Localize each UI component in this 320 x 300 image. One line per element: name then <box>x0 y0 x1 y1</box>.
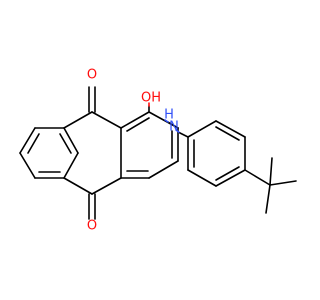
bond <box>187 169 217 187</box>
n-phenyl-bond <box>175 129 181 134</box>
cn-bond <box>164 119 169 123</box>
bond <box>19 127 36 154</box>
bond <box>187 120 217 138</box>
tbutyl-bond <box>269 157 273 186</box>
tbutyl-bond <box>265 184 271 214</box>
bond <box>148 160 179 179</box>
atom-label-n-amine: N <box>169 120 179 135</box>
bond <box>19 152 36 179</box>
bond <box>91 177 122 195</box>
cn-bond <box>167 121 179 129</box>
bond-inner <box>27 133 40 154</box>
atom-label-o-bottom: O <box>87 219 97 234</box>
bond <box>63 127 79 154</box>
bond <box>63 111 93 129</box>
bond-inner <box>215 166 240 181</box>
bond-inner <box>126 117 150 132</box>
bond <box>63 177 93 195</box>
atom-label-o-top: O <box>87 68 97 83</box>
bond-inner <box>59 133 72 154</box>
n-phenyl-bond <box>179 132 189 138</box>
bond <box>215 169 246 187</box>
bond <box>215 120 246 138</box>
bond <box>120 111 150 129</box>
bond-layer <box>19 86 297 220</box>
tbutyl-bond <box>244 169 271 186</box>
molecule-diagram: O O OH H N <box>19 68 297 234</box>
bond <box>63 152 79 179</box>
atom-label-layer: O O OH H N <box>87 68 179 234</box>
bond-inner <box>215 126 240 141</box>
atom-label-h-amine: H <box>164 108 174 123</box>
bond <box>91 111 122 129</box>
tbutyl-bond <box>269 180 297 186</box>
atom-label-oh: OH <box>141 91 161 106</box>
